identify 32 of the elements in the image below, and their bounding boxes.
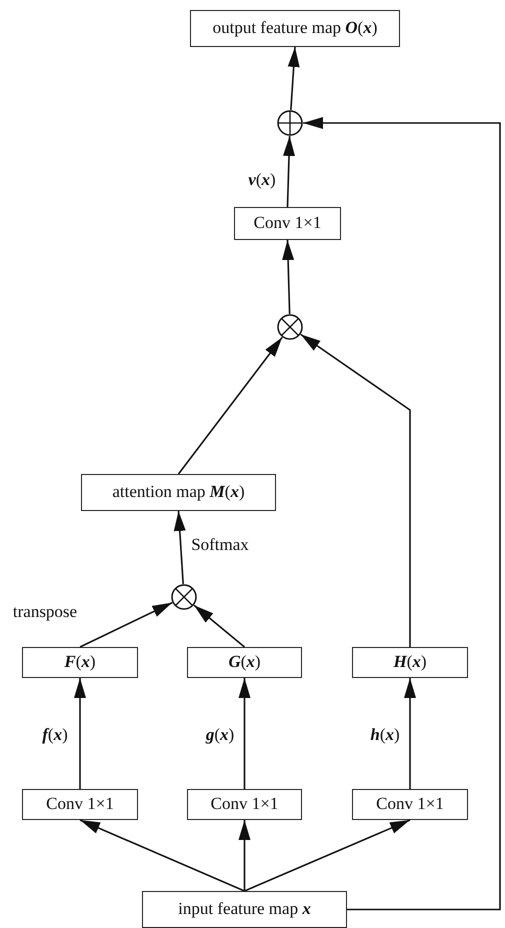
edge-label: v(x)	[246, 170, 278, 190]
edge-label: g(x)	[204, 725, 236, 745]
arrow	[194, 604, 246, 648]
process-box: Conv 1×1	[352, 789, 468, 820]
operator-circle	[171, 584, 197, 610]
edge-label: f(x)	[40, 725, 70, 745]
arrow	[74, 678, 86, 789]
process-box: G(x)	[187, 647, 302, 678]
process-box: Conv 1×1	[187, 789, 302, 820]
arrow	[238, 678, 250, 789]
edge-label: h(x)	[368, 725, 402, 745]
arrow	[303, 117, 501, 910]
operator-circle	[277, 314, 303, 340]
arrow	[80, 819, 245, 892]
process-box: output feature map O(x)	[190, 10, 400, 47]
arrow	[80, 602, 173, 648]
process-box: attention map M(x)	[81, 474, 276, 511]
arrow	[282, 240, 294, 314]
process-box: Conv 1×1	[22, 789, 138, 820]
arrow	[404, 678, 416, 789]
process-box: F(x)	[22, 647, 138, 678]
arrow	[244, 819, 410, 892]
process-box: input feature map x	[142, 891, 347, 928]
arrow	[300, 334, 411, 647]
arrow	[178, 336, 283, 474]
operator-circle	[277, 110, 303, 136]
arrow	[288, 46, 300, 110]
arrow	[238, 820, 250, 891]
process-box: H(x)	[352, 647, 468, 678]
arrow	[283, 136, 296, 208]
arrow	[174, 510, 186, 584]
process-box: Conv 1×1	[234, 207, 341, 240]
